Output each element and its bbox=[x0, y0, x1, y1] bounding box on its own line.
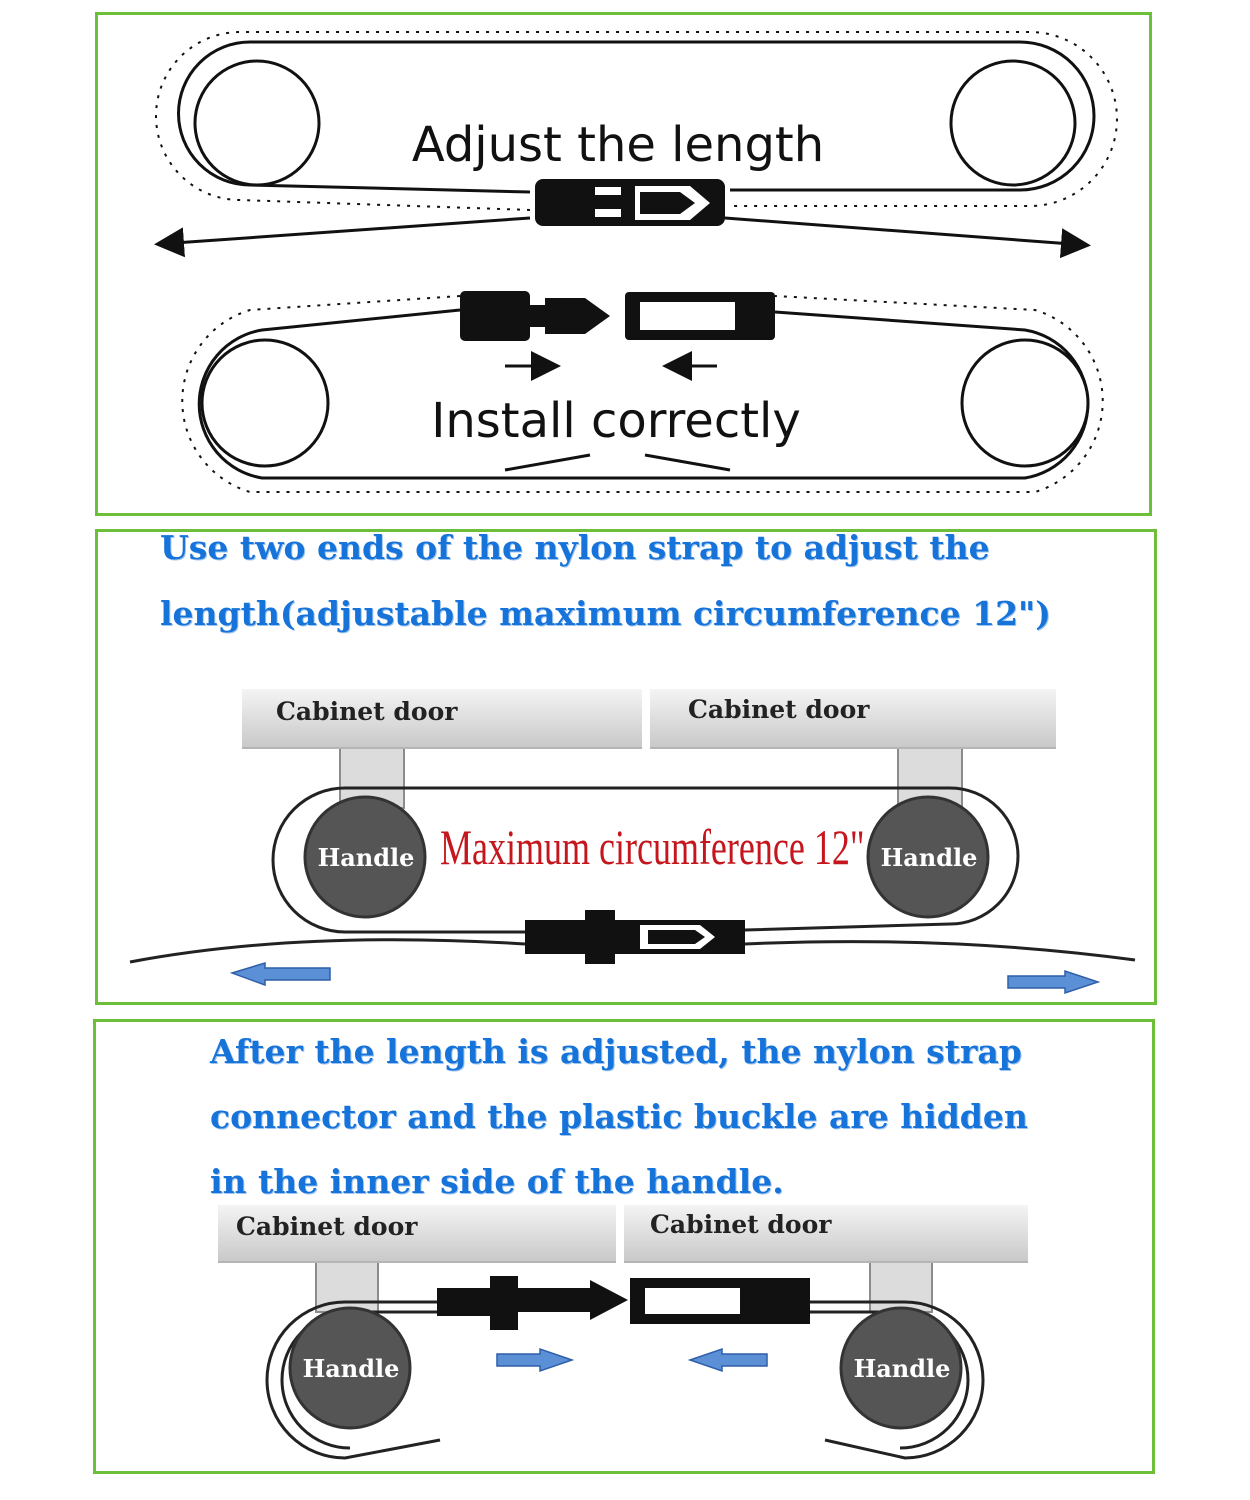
caption3-line-2: connector and the plastic buckle are hid… bbox=[210, 1097, 1028, 1136]
max-circumference-label: Maximum circumference 12" bbox=[440, 819, 865, 875]
pull-right-arrow bbox=[724, 216, 1091, 259]
buckle-male-panel3 bbox=[437, 1276, 628, 1330]
caption-line-2: length(adjustable maximum circumference … bbox=[160, 594, 1051, 633]
closed-buckle bbox=[535, 179, 725, 226]
buckle-female-panel3 bbox=[630, 1278, 810, 1324]
handle-mounts-panel3 bbox=[315, 1261, 933, 1313]
handle-left-panel2 bbox=[303, 795, 427, 919]
handle-right-panel2 bbox=[866, 795, 990, 919]
blue-arrow-in-right bbox=[496, 1347, 575, 1373]
closed-buckle-panel2 bbox=[525, 910, 745, 964]
blue-arrow-right bbox=[1007, 969, 1101, 995]
handle-label-left: Handle bbox=[318, 843, 415, 872]
buckle-male-part bbox=[460, 291, 610, 341]
cabinet-door-right-label-p3: Cabinet door bbox=[650, 1210, 832, 1239]
cabinet-door-right-label: Cabinet door bbox=[688, 695, 870, 724]
buckle-female-part bbox=[625, 292, 775, 340]
hidden-buckle-panel bbox=[93, 1019, 1155, 1474]
handle-label-right: Handle bbox=[881, 843, 978, 872]
strap-loop-panel2 bbox=[129, 786, 1136, 964]
blue-arrow-left bbox=[229, 961, 331, 987]
handle-mounts-panel2 bbox=[339, 747, 963, 809]
cabinet-door-right bbox=[650, 689, 1056, 749]
install-correctly-label: Install correctly bbox=[431, 393, 801, 449]
handle-left-panel3 bbox=[288, 1306, 412, 1430]
cabinet-door-right-p3 bbox=[624, 1205, 1028, 1263]
cabinet-door-left bbox=[242, 689, 642, 749]
handle-right-panel3 bbox=[839, 1306, 963, 1430]
caption3-line-1: After the length is adjusted, the nylon … bbox=[210, 1032, 1022, 1071]
cabinet-door-left-p3 bbox=[218, 1205, 616, 1263]
adjust-length-label: Adjust the length bbox=[412, 117, 824, 173]
caption-line-1: Use two ends of the nylon strap to adjus… bbox=[160, 528, 990, 567]
right-ring-bottom bbox=[960, 338, 1090, 468]
left-ring bbox=[193, 59, 321, 187]
cabinet-door-left-label: Cabinet door bbox=[276, 697, 458, 726]
caption3-line-3: in the inner side of the handle. bbox=[210, 1162, 784, 1201]
right-ring bbox=[949, 59, 1077, 187]
adjust-circumference-panel bbox=[95, 529, 1157, 1005]
blue-arrow-in-left bbox=[687, 1347, 768, 1373]
pull-left-arrow bbox=[154, 216, 531, 258]
handle-label-left-p3: Handle bbox=[303, 1354, 400, 1383]
top-strap-loop bbox=[155, 31, 1118, 211]
handle-label-right-p3: Handle bbox=[854, 1354, 951, 1383]
cabinet-door-left-label-p3: Cabinet door bbox=[236, 1212, 418, 1241]
left-ring-bottom bbox=[200, 338, 330, 468]
